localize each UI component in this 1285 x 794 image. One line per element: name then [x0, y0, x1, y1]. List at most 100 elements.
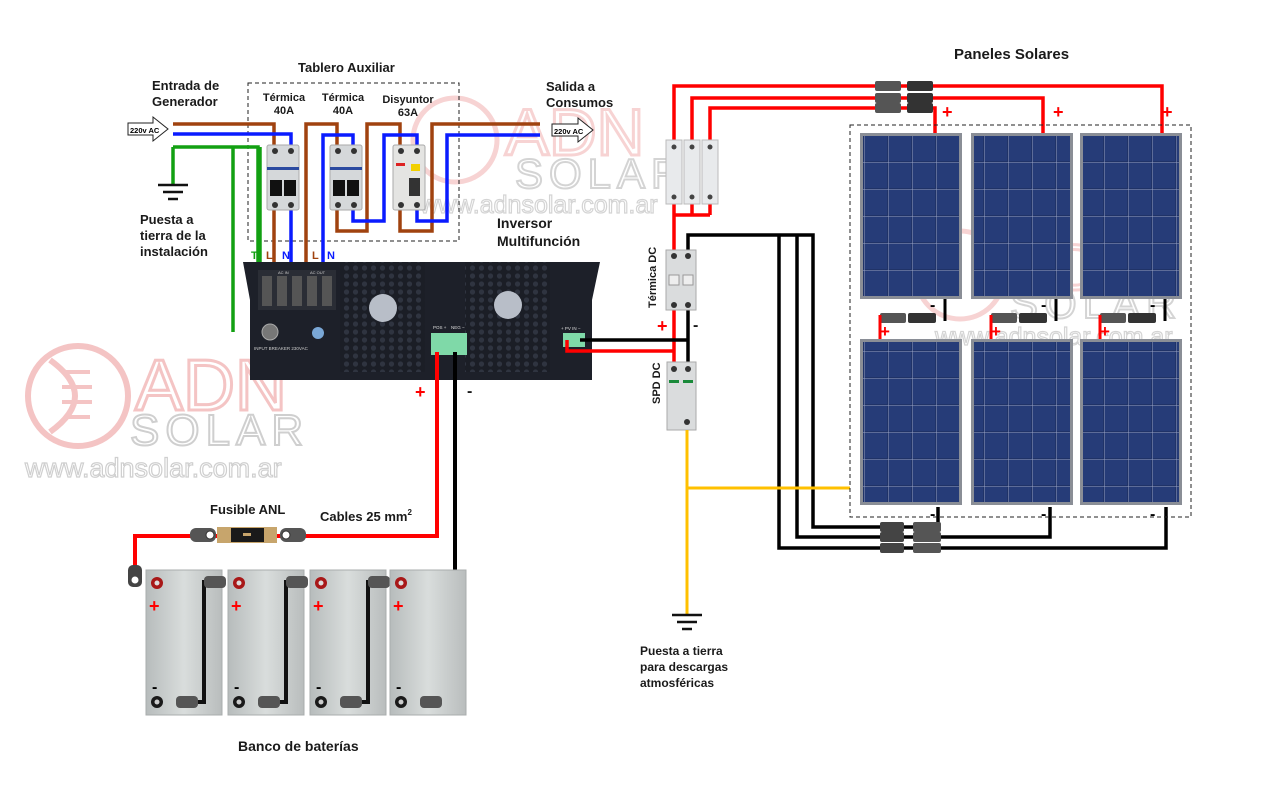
ground-install-label-3: instalación [140, 244, 208, 259]
battery-plus-sign: + [231, 596, 242, 616]
battery-ring-terminal [128, 565, 142, 587]
voltage-out-label: 220v AC [554, 127, 584, 136]
solar-panel: +- [971, 315, 1073, 523]
solar-panel: -+ [860, 102, 962, 321]
aux-board-label: Tablero Auxiliar [298, 60, 395, 75]
anl-fuse-label: Fusible ANL [210, 502, 285, 517]
watermark-url: www.adnsolar.com.ar [24, 453, 282, 483]
mc4-connector-pair [875, 103, 933, 113]
solar-array: -+-+-++-+-+- [860, 102, 1182, 523]
battery-minus-sign: - [234, 679, 239, 696]
panel-plus-sign: + [880, 322, 890, 341]
battery-terminal-block [431, 333, 467, 355]
pos-terminal-label: POS + [433, 325, 447, 330]
solar-panel: +- [1080, 315, 1182, 523]
mc4-connector-pair [1100, 313, 1156, 323]
rcd-label-1: Disyuntor [382, 94, 434, 106]
ground-icon [158, 183, 188, 201]
watermark-center: ADN SOLAR www.adnsolar.com.ar [410, 94, 682, 220]
solar-panel: -+ [1080, 102, 1182, 321]
breaker1-label-2: 40A [274, 105, 294, 117]
mc4-connector-pair [880, 543, 941, 553]
mc4-connector-pair [991, 313, 1047, 323]
breaker-2 [329, 144, 363, 211]
ring-terminal [176, 696, 198, 708]
input-breaker-label: INPUT BREAKER 230VAC [254, 346, 309, 351]
terminal-t-label: T [251, 250, 258, 262]
battery-bank-label: Banco de baterías [238, 738, 359, 754]
panel-minus-sign: - [930, 297, 935, 314]
dc-breaker [665, 249, 697, 311]
ground-icon [672, 613, 702, 631]
breaker-1 [266, 144, 300, 211]
mc4-connector-pair [880, 522, 941, 532]
battery-bank: +-+-+-+- [145, 569, 467, 716]
solar-panels-title: Paneles Solares [954, 46, 1069, 63]
terminal-n-label: N [327, 250, 335, 262]
panel-minus-sign: - [1041, 297, 1046, 314]
mc4-connector-pair [880, 313, 936, 323]
pv-fuse-holders [665, 139, 719, 205]
panel-plus-sign: + [1053, 102, 1064, 122]
ac-output-arrow: 220v AC [551, 116, 594, 144]
watermark-url: www.adnsolar.com.ar [419, 191, 658, 219]
spd-device [666, 361, 697, 431]
battery-minus-sign: - [396, 679, 401, 696]
battery-plus-sign: + [415, 382, 426, 402]
ground-screw-icon [312, 327, 324, 339]
ground-install-label-2: tierra de la [140, 228, 207, 243]
inverter-label-2: Multifunción [497, 233, 580, 249]
dc-minus-sign: - [693, 317, 698, 334]
panel-minus-sign: - [1150, 506, 1155, 523]
watermark-brand-bottom: SOLAR [130, 406, 309, 455]
watermark-left: ADN SOLAR www.adnsolar.com.ar [23, 343, 309, 484]
panel-minus-sign: - [1150, 297, 1155, 314]
panel-plus-sign: + [1162, 102, 1173, 122]
spd-ground-wire [685, 430, 850, 615]
ring-terminal [204, 576, 226, 588]
ring-terminal [258, 696, 280, 708]
terminal-n-label: N [282, 250, 290, 262]
panel-plus-sign: + [991, 322, 1001, 341]
battery-minus-sign: - [316, 679, 321, 696]
ground-spd-label-2: para descargas [640, 660, 728, 674]
battery-plus-sign: + [313, 596, 324, 616]
panel-minus-sign: - [930, 506, 935, 523]
voltage-in-label: 220v AC [130, 126, 160, 135]
input-breaker-knob [261, 323, 279, 341]
rcd-label-2: 63A [398, 107, 418, 119]
cables-label: Cables 25 mm2 [320, 508, 412, 524]
fan-icon [369, 294, 397, 322]
ground-spd-label-1: Puesta a tierra [640, 644, 723, 658]
solar-panel: +- [860, 315, 962, 523]
consumer-output-label-2: Consumos [546, 95, 613, 110]
battery-plus-sign: + [393, 596, 404, 616]
ac-out-label: AC OUT [310, 270, 326, 275]
ground-spd-label-3: atmosféricas [640, 676, 714, 690]
ring-terminal [420, 696, 442, 708]
battery-minus-sign: - [152, 679, 157, 696]
breaker2-label-1: Térmica [322, 92, 365, 104]
aux-board-outline [247, 82, 460, 242]
neg-terminal-label: NEG − [451, 325, 465, 330]
dc-breaker-label: Térmica DC [647, 247, 659, 308]
breaker1-label-1: Térmica [263, 92, 306, 104]
generator-input-label-1: Entrada de [152, 78, 219, 93]
generator-input-label-2: Generador [152, 94, 218, 109]
mc4-connector-pair [875, 93, 933, 103]
ground-install-label-1: Puesta a [140, 212, 194, 227]
consumer-output-label-1: Salida a [546, 79, 596, 94]
mc4-connector-pair [875, 81, 933, 91]
battery-plus-sign: + [149, 596, 160, 616]
solar-array-outline [849, 124, 1192, 518]
battery: +- [309, 569, 390, 716]
breaker2-label-2: 40A [333, 105, 353, 117]
inverter-label-1: Inversor [497, 215, 553, 231]
spd-label: SPD DC [651, 362, 663, 404]
mc4-connectors-top [875, 81, 933, 113]
live-wires [173, 122, 540, 308]
ac-input-arrow: 220v AC [127, 115, 169, 143]
anl-fuse [190, 527, 306, 543]
dc-plus-sign: + [657, 316, 668, 336]
